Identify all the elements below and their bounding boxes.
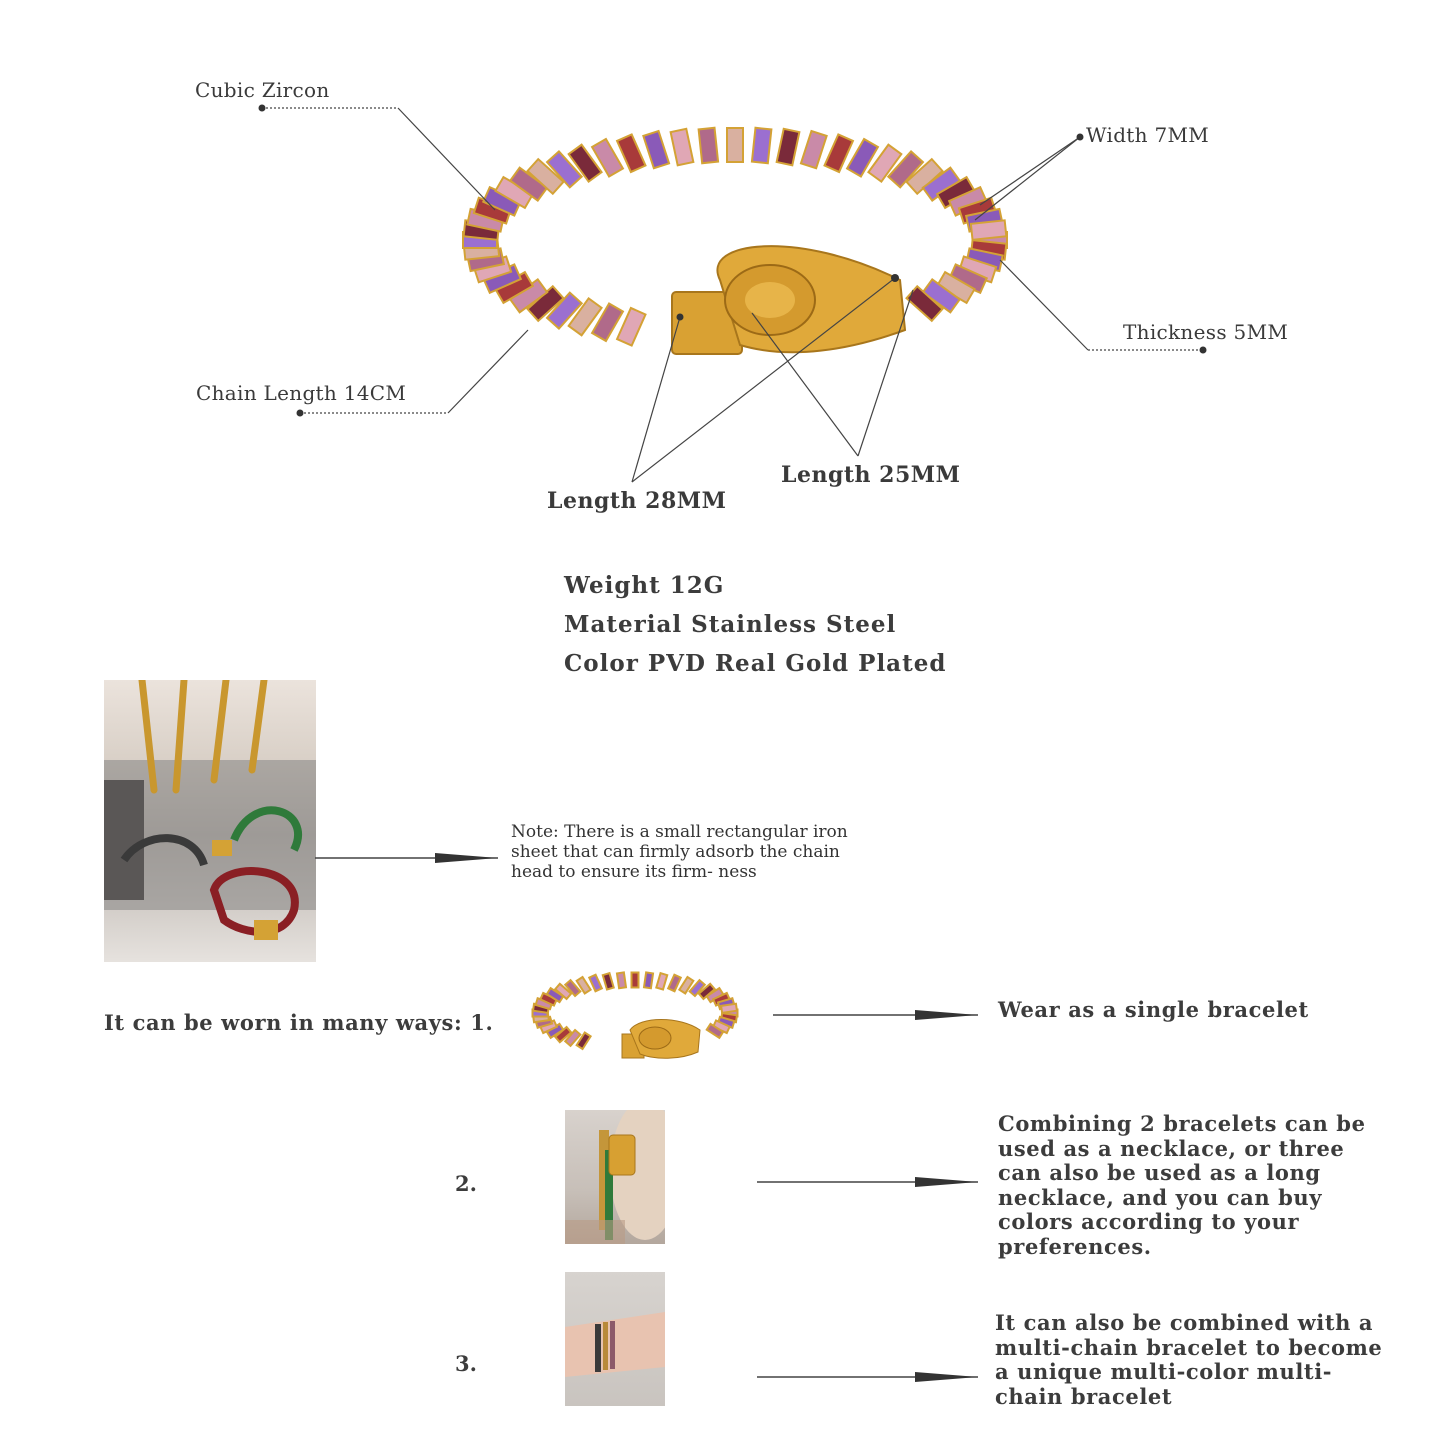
gem-stone xyxy=(677,975,695,995)
gem-stone xyxy=(590,137,625,178)
gem-stone xyxy=(615,971,628,990)
gem-stone xyxy=(575,1031,593,1051)
gem-stone xyxy=(545,291,584,330)
gem-stone xyxy=(705,1022,725,1040)
wear-intro: It can be worn in many ways: 1. xyxy=(104,1010,494,1035)
gem-stone xyxy=(666,973,683,993)
gem-stone xyxy=(750,126,773,165)
spec-material: Material Stainless Steel xyxy=(564,611,897,638)
gem-stone xyxy=(775,127,801,167)
gem-stone xyxy=(526,157,565,196)
gem-stone xyxy=(867,143,903,183)
gem-stone xyxy=(563,978,582,998)
gem-stone xyxy=(601,971,615,991)
gem-stone xyxy=(845,137,880,178)
way-3-number: 3. xyxy=(455,1351,477,1376)
gem-stone xyxy=(669,127,695,167)
main-bracelet-illustration xyxy=(462,126,1008,355)
bracelet-clasp xyxy=(671,245,907,355)
necklace-photo xyxy=(565,1110,665,1244)
gem-stone xyxy=(615,133,647,174)
way-1-text: Wear as a single bracelet xyxy=(998,997,1309,1022)
gem-stone xyxy=(563,1028,582,1048)
magnet-note: Note: There is a small rectangular iron … xyxy=(511,822,848,882)
thickness-label: Thickness 5MM xyxy=(1123,320,1289,344)
way-3-text: It can also be combined with a multi-cha… xyxy=(995,1310,1383,1409)
multi-chain-photo xyxy=(565,1272,665,1406)
cubic-zircon-label: Cubic Zircon xyxy=(195,78,330,102)
gem-stone xyxy=(921,277,962,314)
chain-length-label: Chain Length 14CM xyxy=(196,381,407,405)
gem-stone xyxy=(630,971,640,989)
way-2-number: 2. xyxy=(455,1171,477,1196)
single-bracelet-image xyxy=(531,971,739,1059)
gem-stone xyxy=(587,973,604,993)
bracelets-display-photo xyxy=(104,680,316,962)
length-28-label: Length 28MM xyxy=(547,488,727,514)
spec-weight: Weight 12G xyxy=(564,572,725,599)
gem-stone xyxy=(726,127,744,163)
gem-stone xyxy=(567,143,603,183)
gem-stone xyxy=(545,150,584,189)
gem-stone xyxy=(799,129,828,170)
gem-stone xyxy=(545,986,565,1004)
gem-stone xyxy=(697,126,720,165)
gem-stone xyxy=(590,302,625,343)
gem-stone xyxy=(688,978,707,998)
gem-stone xyxy=(823,133,855,174)
way-2-text: Combining 2 bracelets can be used as a n… xyxy=(998,1111,1366,1259)
gem-stone xyxy=(508,166,549,203)
gem-stone xyxy=(553,982,573,1001)
callout-lines xyxy=(258,104,1207,483)
gem-ring xyxy=(462,126,1008,347)
gem-stone xyxy=(642,129,671,170)
gem-stone xyxy=(719,1002,739,1014)
gem-stone xyxy=(886,150,925,189)
gem-stone xyxy=(575,975,593,995)
gem-stone xyxy=(615,306,647,347)
length-25-label: Length 25MM xyxy=(781,462,961,488)
gem-stone xyxy=(567,297,603,337)
spec-color: Color PVD Real Gold Plated xyxy=(564,650,947,677)
gem-stone xyxy=(642,971,655,990)
gem-stone xyxy=(655,971,669,991)
gem-stone xyxy=(969,219,1008,241)
width-label: Width 7MM xyxy=(1086,123,1210,147)
